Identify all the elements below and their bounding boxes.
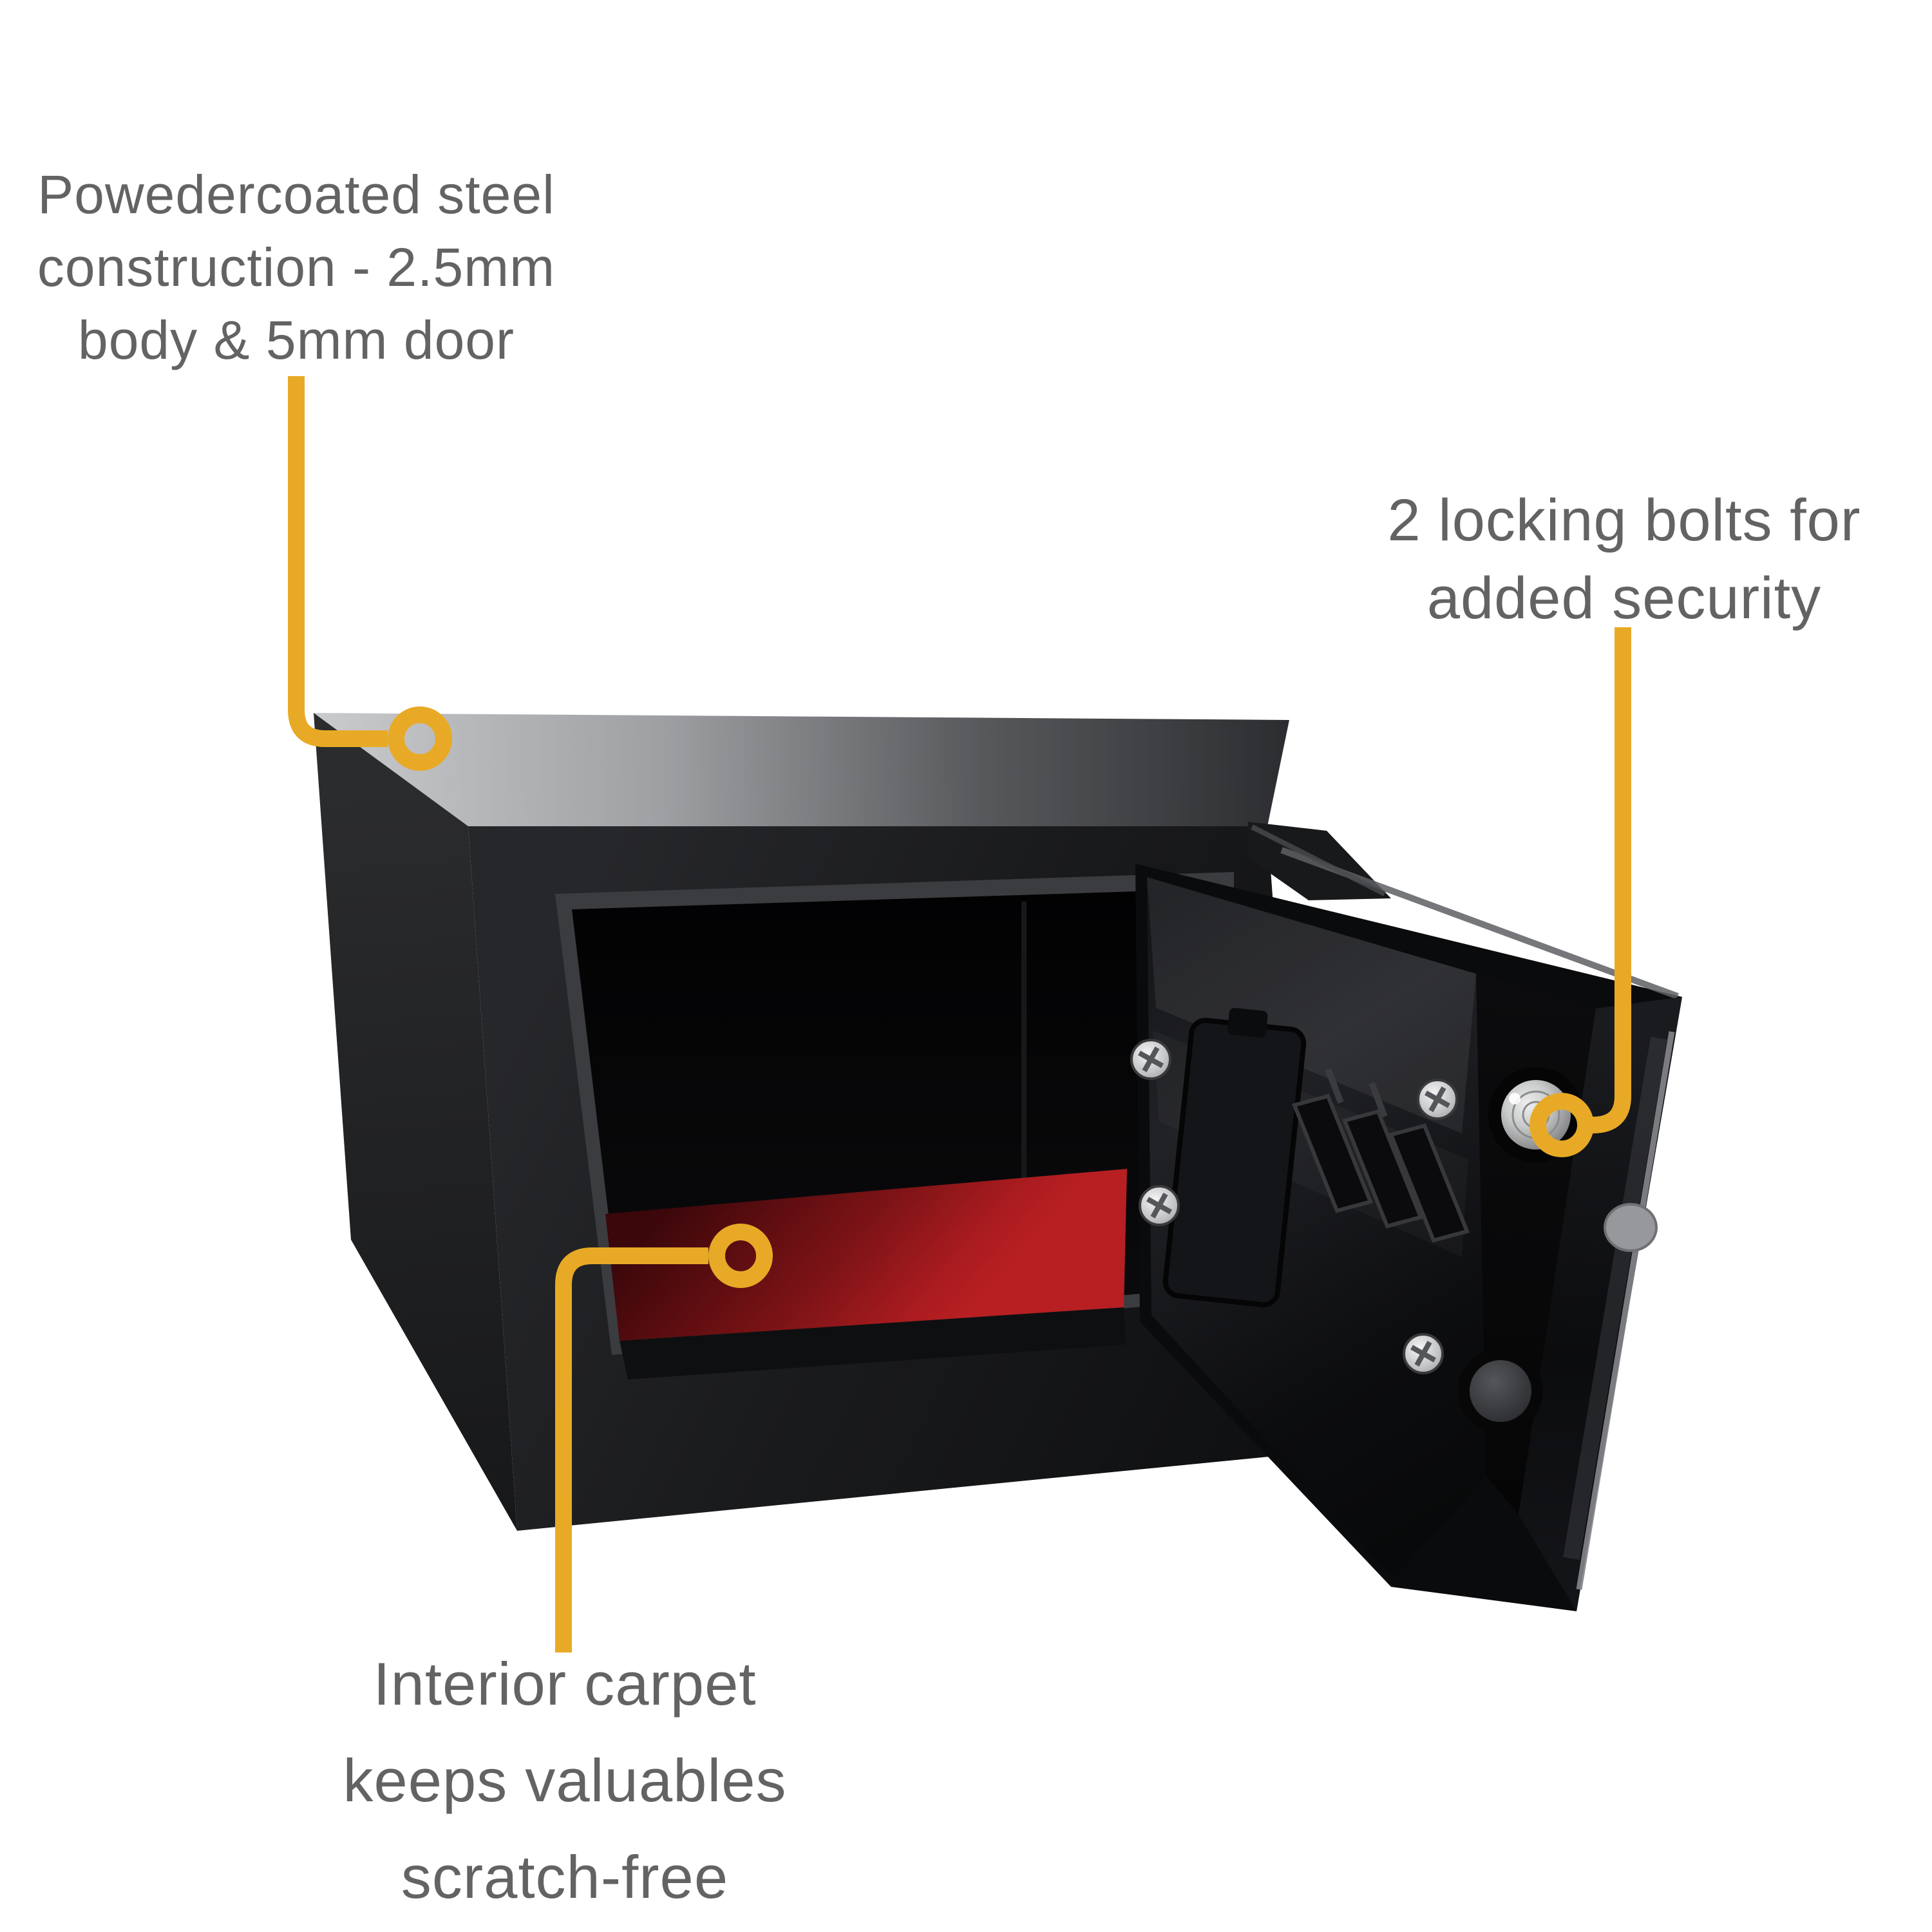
door-screw: [1139, 1185, 1180, 1226]
lock-mechanism-teeth: [1291, 1068, 1470, 1243]
door-edge-face: [1519, 997, 1682, 1611]
door-screw: [1417, 1079, 1458, 1120]
safe-top-face: [314, 713, 1289, 826]
door-panel-gloss: [1147, 877, 1476, 1133]
annotation-line: keeps valuables: [343, 1747, 787, 1814]
annotation-line: 2 locking bolts for: [1387, 488, 1861, 553]
battery-compartment-cover: [1162, 1007, 1307, 1308]
annotation-line: Powedercoated steel: [37, 164, 555, 225]
callout-marker-locking-bolts: [1530, 1093, 1594, 1157]
annotation-line: body & 5mm door: [78, 310, 515, 370]
annotation-line: added security: [1426, 565, 1822, 631]
door-edge-streak-bright: [1576, 1031, 1675, 1590]
door-edge-streak-soft: [1563, 1036, 1667, 1560]
door-screw: [1130, 1039, 1171, 1080]
annotation-construction: Powedercoated steel construction - 2.5mm…: [0, 158, 592, 377]
safe-door: [1130, 822, 1682, 1611]
hinge-edge-highlight: [1251, 824, 1386, 896]
carpet-front-lip: [620, 1307, 1126, 1379]
safe-interior: [555, 872, 1234, 1379]
callout-line-locking-bolts: [1592, 627, 1631, 1133]
annotation-locking-bolts: 2 locking bolts for added security: [1321, 482, 1927, 638]
door-edge-pin: [1604, 1203, 1658, 1252]
callout-line-interior-carpet: [555, 1247, 708, 1653]
interior-carpet: [605, 1169, 1127, 1341]
door-screw: [1403, 1333, 1444, 1374]
callout-marker-interior-carpet: [708, 1224, 773, 1288]
callout-lines: [288, 376, 1631, 1653]
annotation-line: scratch-free: [401, 1843, 729, 1911]
annotation-line: Interior carpet: [373, 1650, 757, 1718]
annotation-line: construction - 2.5mm: [37, 237, 556, 298]
safe-left-face: [314, 713, 517, 1531]
callout-line-construction: [288, 376, 388, 747]
annotation-interior-carpet: Interior carpet keeps valuables scratch-…: [275, 1636, 855, 1926]
door-screws: [1130, 1039, 1458, 1374]
callout-marker-construction: [388, 706, 452, 771]
locking-bolt-bottom: [1458, 1349, 1543, 1434]
